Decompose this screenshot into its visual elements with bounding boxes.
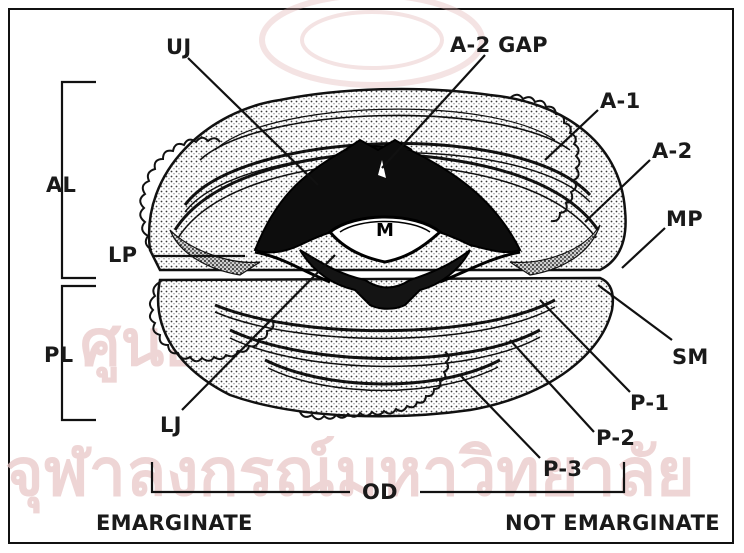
label-p1: P-1 — [630, 391, 669, 415]
label-p3: P-3 — [543, 457, 582, 481]
label-lp: LP — [108, 243, 137, 267]
label-od: OD — [362, 480, 398, 504]
label-lj: LJ — [160, 413, 182, 437]
label-al: AL — [46, 173, 76, 197]
label-a2-gap: A-2 GAP — [450, 33, 548, 57]
label-a2: A-2 — [652, 139, 692, 163]
label-a1: A-1 — [600, 89, 640, 113]
label-not-emarginate: NOT EMARGINATE — [505, 511, 720, 535]
label-m: M — [376, 220, 394, 241]
leader-mp — [622, 228, 665, 268]
label-p2: P-2 — [596, 426, 635, 450]
label-uj: UJ — [166, 35, 191, 59]
label-pl: PL — [44, 343, 73, 367]
label-emarginate: EMARGINATE — [96, 511, 253, 535]
label-mp: MP — [666, 207, 703, 231]
label-sm: SM — [672, 345, 709, 369]
